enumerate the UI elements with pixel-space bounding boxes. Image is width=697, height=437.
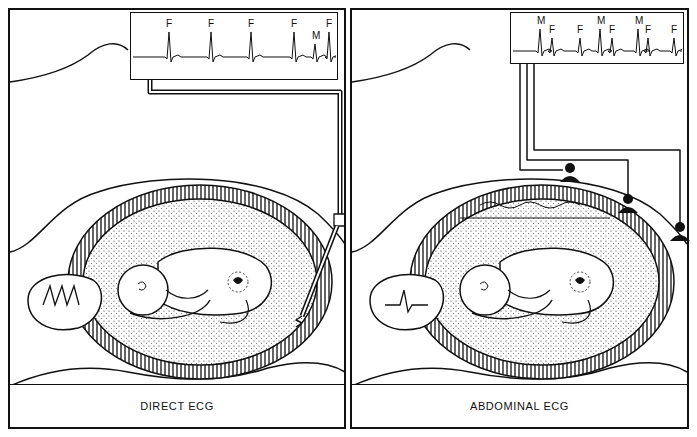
- wave-label: F: [549, 25, 555, 35]
- wave-label: M: [635, 16, 643, 26]
- panel-title: ABDOMINAL ECG: [470, 400, 569, 412]
- panel-title: DIRECT ECG: [140, 400, 214, 412]
- wave-label: F: [291, 19, 297, 29]
- ecg-monitor: FFFFMF: [130, 12, 338, 80]
- wave-label: F: [577, 25, 583, 35]
- title-band: DIRECT ECG: [10, 384, 344, 427]
- ecg-trace: [131, 13, 336, 78]
- ecg-trace: [511, 13, 682, 62]
- wave-label: F: [166, 19, 172, 29]
- ecg-monitor: MFFMFMFF: [510, 12, 684, 64]
- wave-label: F: [326, 19, 332, 29]
- wave-label: M: [597, 16, 605, 26]
- wave-label: F: [208, 19, 214, 29]
- wave-label: F: [609, 25, 615, 35]
- wave-label: F: [645, 25, 651, 35]
- wave-label: M: [312, 31, 320, 41]
- ecg-panel: DIRECT ECGFFFFMF: [8, 8, 346, 429]
- ecg-panel: ABDOMINAL ECGMFFMFMFF: [350, 8, 689, 429]
- wave-label: F: [248, 19, 254, 29]
- title-band: ABDOMINAL ECG: [352, 384, 687, 427]
- wave-label: M: [537, 16, 545, 26]
- wave-label: F: [671, 25, 677, 35]
